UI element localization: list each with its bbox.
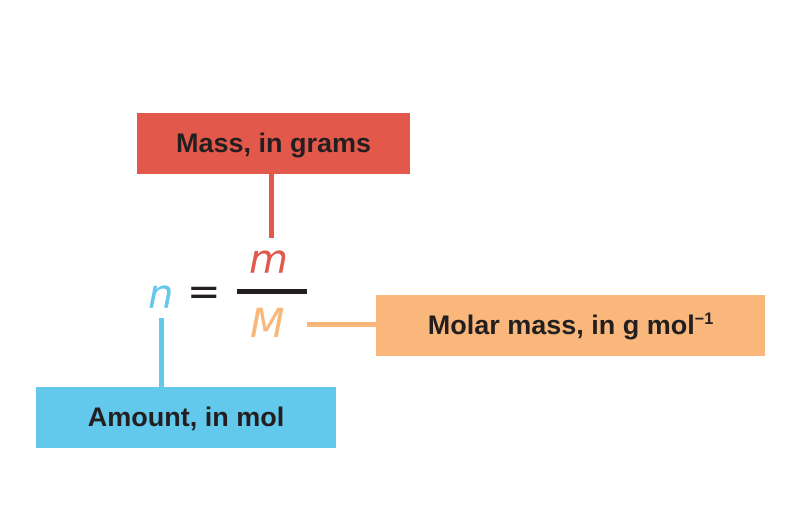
amount-label: Amount, in mol <box>87 402 285 432</box>
molar-mass-symbol: M <box>250 301 285 347</box>
molar-mass-label-text: Molar mass, in g mol <box>427 310 695 340</box>
amount-connector-line <box>159 318 164 387</box>
molar-mass-connector-line <box>307 322 376 327</box>
molar-mass-label-box: Molar mass, in g mol−1 <box>376 295 765 356</box>
equals-sign: = <box>187 269 221 315</box>
mass-symbol: m <box>249 237 288 283</box>
molar-mass-label: Molar mass, in g mol−1 <box>428 310 714 341</box>
molar-mass-exponent: −1 <box>694 310 714 328</box>
amount-label-box: Amount, in mol <box>36 387 336 448</box>
mass-label-box: Mass, in grams <box>137 113 410 174</box>
amount-symbol: n <box>148 272 174 318</box>
mass-label: Mass, in grams <box>175 128 372 158</box>
mass-connector-line <box>269 174 274 238</box>
fraction-bar <box>237 289 307 294</box>
